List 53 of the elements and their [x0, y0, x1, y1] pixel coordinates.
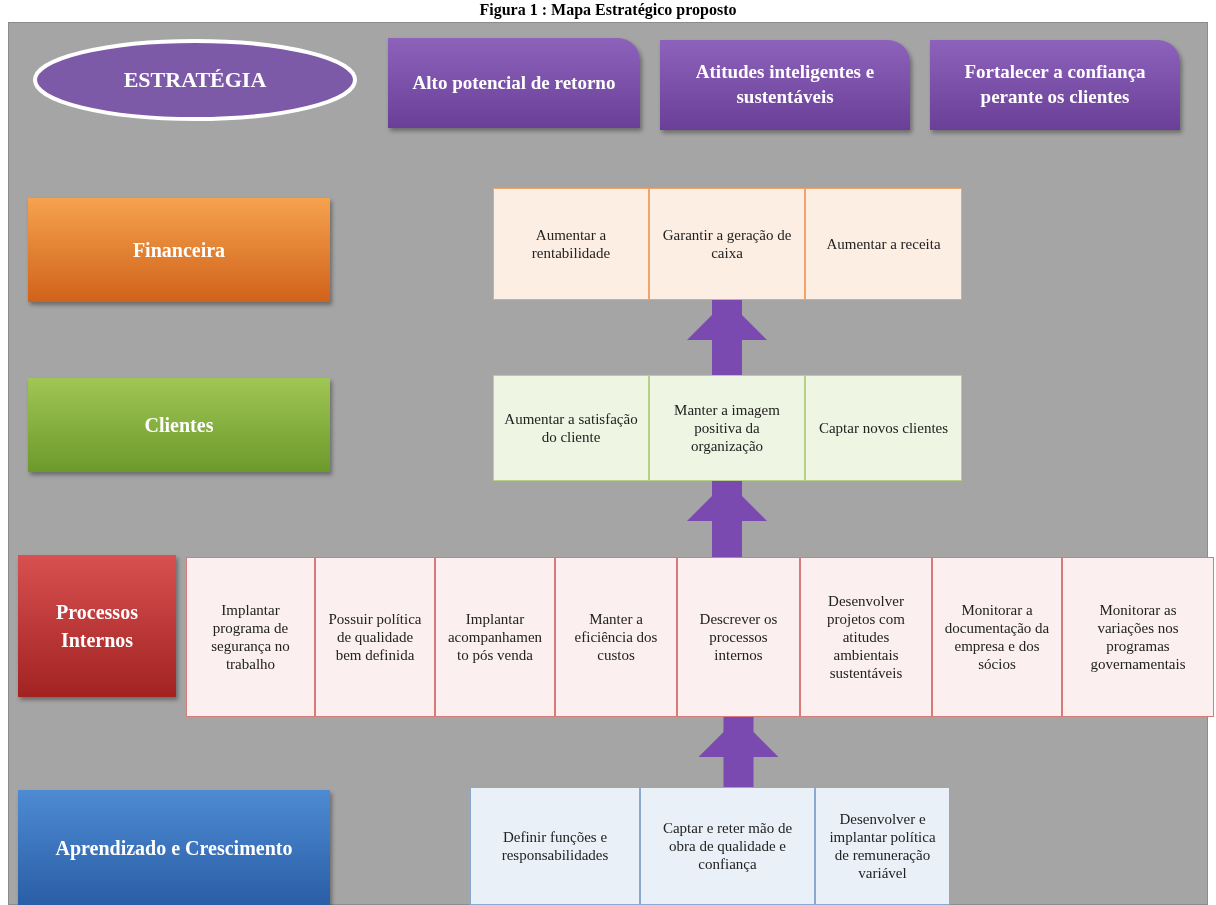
- objective-text: Garantir a geração de caixa: [661, 226, 793, 262]
- perspective-label: Clientes: [144, 413, 214, 438]
- objective-card: [677, 557, 800, 717]
- objective-card: [493, 375, 649, 481]
- objective-text: Aumentar a rentabilidade: [530, 226, 612, 262]
- perspective-band: [18, 790, 330, 905]
- strategy-label: ESTRATÉGIA: [123, 67, 267, 93]
- objective-text: Aumentar a satisfação do cliente: [504, 410, 638, 446]
- block-arrow: [687, 481, 767, 557]
- objective-text: Desenvolver projetos com atitudes ambientais sustentáveis: [826, 592, 906, 682]
- objective-card: [640, 787, 815, 905]
- perspective-label: Processos Internos: [55, 600, 139, 653]
- objective-card: [932, 557, 1062, 717]
- objective-text: Monitorar a documentação da empresa e dos sócios: [943, 601, 1051, 673]
- theme-tab: [660, 40, 910, 130]
- objective-text: Implantar programa de segurança no trabalho: [210, 601, 291, 673]
- objective-text: Desenvolver e implantar política de remuneração variável: [828, 810, 937, 882]
- objective-text: Aumentar a receita: [826, 235, 941, 253]
- objective-text: Implantar acompanhamento pós venda: [446, 610, 544, 664]
- objective-card: [555, 557, 677, 717]
- objective-text: Captar e reter mão de obra de qualidade e confiança: [661, 819, 794, 873]
- theme-tab: [930, 40, 1180, 130]
- objective-card: [649, 188, 805, 300]
- perspective-label: Aprendizado e Crescimento: [55, 835, 293, 862]
- objective-card: [800, 557, 932, 717]
- objective-text: Captar novos clientes: [818, 419, 949, 437]
- objective-text: Definir funções e responsabilidades: [500, 828, 610, 864]
- perspective-band: [18, 555, 176, 697]
- objective-card: [315, 557, 435, 717]
- objective-card: [805, 375, 962, 481]
- objective-text: Manter a eficiência dos custos: [573, 610, 659, 664]
- objective-card: [186, 557, 315, 717]
- block-arrow: [687, 300, 767, 375]
- objective-card: [493, 188, 649, 300]
- perspective-band: [28, 378, 330, 472]
- objective-card: [1062, 557, 1214, 717]
- objective-card: [805, 188, 962, 300]
- objective-card: [649, 375, 805, 481]
- objective-text: Possuir política de qualidade bem definida: [327, 610, 423, 664]
- perspective-label: Financeira: [132, 238, 226, 263]
- theme-text: Fortalecer a confiança perante os clientes: [963, 60, 1147, 109]
- objective-text: Monitorar as variações nos programas governamentais: [1089, 601, 1187, 673]
- objective-card: [815, 787, 950, 905]
- theme-text: Alto potencial de retorno: [412, 70, 616, 95]
- block-arrow: [698, 717, 779, 787]
- objective-text: Manter a imagem positiva da organização: [673, 401, 781, 455]
- perspective-band: [28, 198, 330, 302]
- theme-text: Atitudes inteligentes e sustentáveis: [694, 60, 876, 109]
- objective-card: [470, 787, 640, 905]
- objective-card: [435, 557, 555, 717]
- objective-text: Descrever os processos internos: [698, 610, 779, 664]
- figure-title: Figura 1 : Mapa Estratégico proposto: [478, 1, 738, 19]
- theme-tab: [388, 38, 640, 128]
